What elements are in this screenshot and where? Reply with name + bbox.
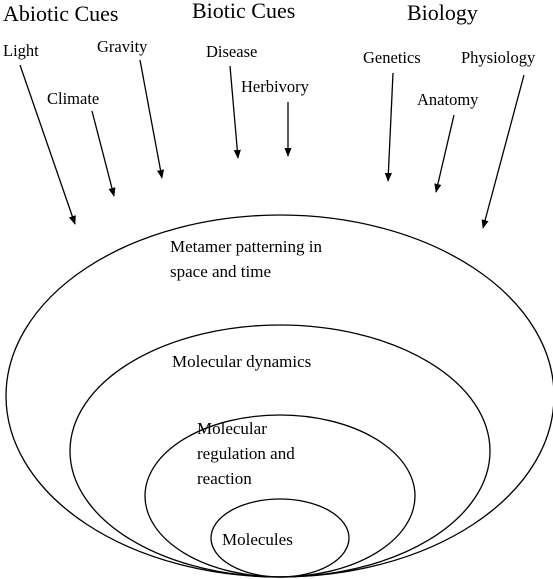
biology-heading: Biology [407, 0, 478, 25]
anatomy-label: Anatomy [417, 90, 479, 109]
light-arrow [19, 64, 76, 225]
molecular-dynamics-label: Molecular dynamics [172, 352, 311, 371]
gravity-arrow [139, 59, 165, 179]
molecules-label: Molecules [222, 530, 293, 549]
disease-arrow [229, 65, 241, 159]
molecular-regulation-ellipse [144, 414, 416, 578]
climate-label: Climate [47, 89, 99, 108]
climate-arrow [91, 110, 116, 197]
biotic-cues-heading: Biotic Cues [192, 0, 295, 23]
molecular-regulation-label-line2: regulation and [197, 444, 295, 463]
disease-label: Disease [206, 42, 257, 61]
molecular-regulation-label-line1: Molecular [197, 419, 267, 438]
anatomy-arrow [434, 114, 455, 193]
light-label: Light [3, 41, 39, 60]
metamer-patterning-label-line1: Metamer patterning in [170, 237, 323, 256]
herbivory-label: Herbivory [241, 77, 310, 96]
gravity-label: Gravity [97, 37, 148, 56]
physiology-arrow [481, 74, 525, 229]
metamer-patterning-label-line2: space and time [170, 262, 271, 281]
genetics-label: Genetics [363, 48, 421, 67]
genetics-arrow [384, 72, 394, 182]
molecular-regulation-label-line3: reaction [197, 469, 252, 488]
abiotic-cues-heading: Abiotic Cues [3, 1, 119, 26]
metamer-patterning-ellipse [5, 214, 553, 578]
molecules-ellipse [210, 498, 350, 578]
physiology-label: Physiology [461, 48, 536, 67]
